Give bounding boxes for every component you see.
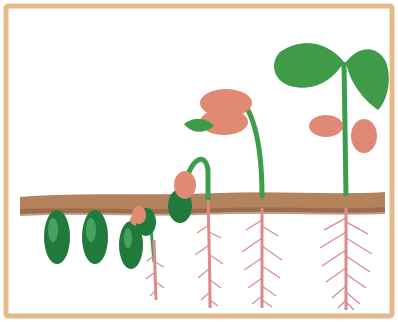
seed-1-highlight xyxy=(48,218,58,242)
seed-3-highlight xyxy=(124,228,132,248)
stage-4-cotyledon xyxy=(132,206,146,224)
stage-5-cotyledon xyxy=(174,171,196,199)
seed-2-highlight xyxy=(86,218,96,242)
stage-7-cotyledon-left xyxy=(309,115,343,137)
seed-stage-1 xyxy=(44,210,70,264)
seed-stage-2 xyxy=(82,210,108,264)
stage-7-stem xyxy=(344,62,346,196)
stage-7-cotyledon-right xyxy=(351,119,377,153)
